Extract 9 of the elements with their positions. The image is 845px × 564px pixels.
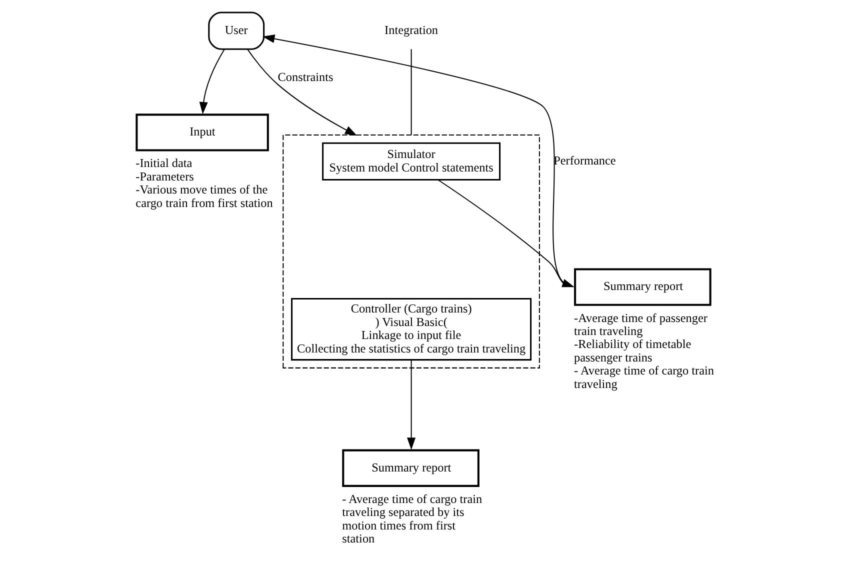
node-label: - Average time of cargo train traveling separated by its motion times from first station (342, 492, 482, 546)
node-label: -Various move times of the cargo train from first station (135, 182, 272, 210)
node-label: -Reliability of timetable passenger trains (574, 337, 691, 364)
edge-label: Constraints (277, 70, 333, 84)
node-label: -Initial data (135, 156, 192, 170)
node-label: - Average time of cargo train traveling (574, 364, 714, 391)
node-label: -Parameters (135, 169, 194, 184)
node-label: -Average time of passenger train traveling (574, 310, 707, 338)
node-text: Integration (384, 22, 438, 37)
